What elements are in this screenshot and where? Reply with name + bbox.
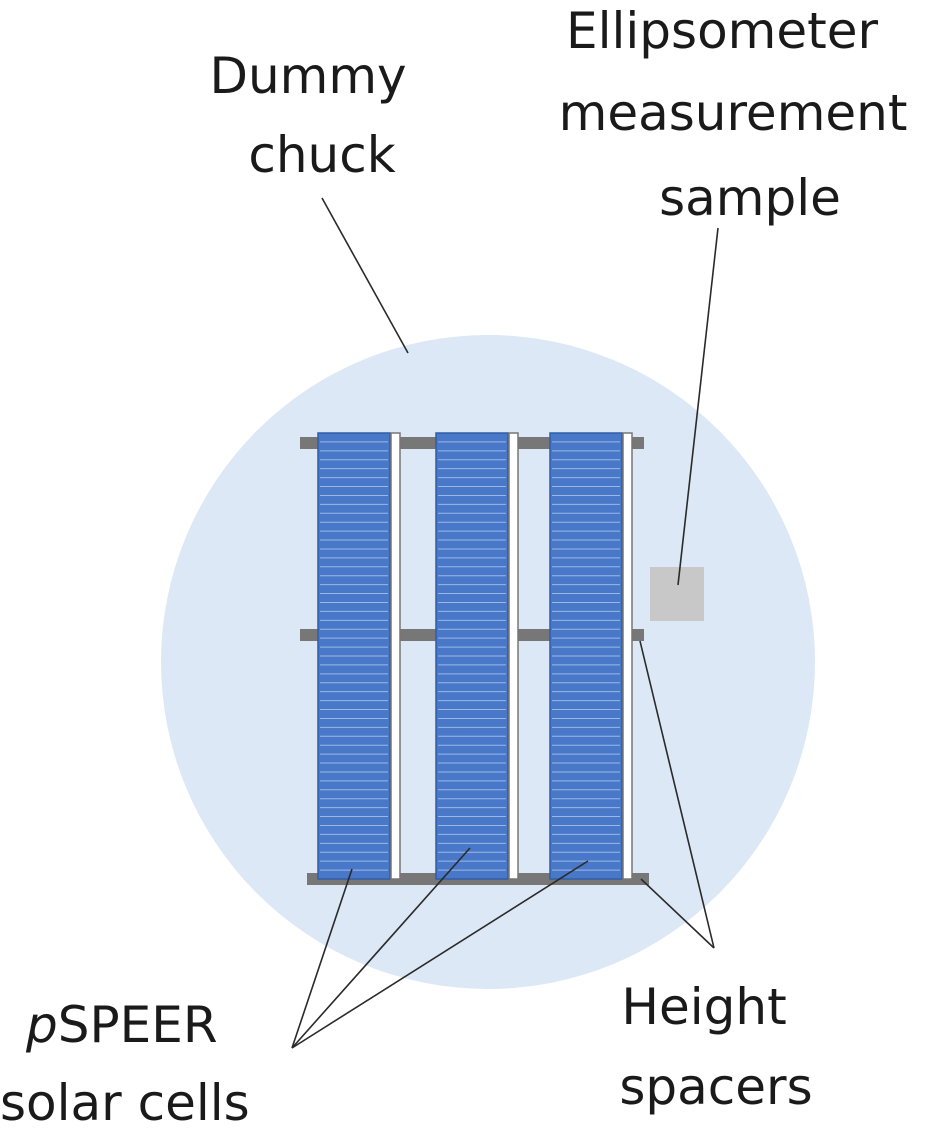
leader-spacer-bottom bbox=[640, 878, 715, 949]
leader-ellipsometer bbox=[677, 227, 719, 586]
cell-side-strip-1 bbox=[390, 432, 401, 880]
label-solar-cells-italic-p: p bbox=[25, 996, 58, 1054]
label-height-spacers: Height spacers bbox=[619, 978, 812, 1116]
label-dummy-chuck: Dummy chuck bbox=[209, 47, 422, 184]
label-dummy-chuck-line-2: chuck bbox=[248, 126, 395, 184]
label-solar-cells-line-1: SPEER bbox=[58, 996, 218, 1054]
cell-side-strip-2 bbox=[508, 432, 519, 880]
leader-spacer-middle bbox=[639, 640, 715, 949]
label-ellipsometer-line-2: measurement bbox=[559, 84, 908, 142]
leader-dummy-chuck bbox=[321, 197, 409, 354]
leader-cell-2 bbox=[291, 847, 471, 1049]
ellipsometer-sample bbox=[650, 567, 704, 621]
leader-cell-3 bbox=[291, 860, 589, 1049]
label-solar-cells-line-2: solar cells bbox=[0, 1074, 250, 1131]
solar-cells-group bbox=[317, 432, 633, 880]
leader-cell-1 bbox=[291, 868, 353, 1049]
leader-lines bbox=[291, 197, 719, 1049]
label-ellipsometer-line-1: Ellipsometer bbox=[566, 2, 878, 60]
cell-side-strip-3 bbox=[622, 432, 633, 880]
label-dummy-chuck-line-1: Dummy bbox=[209, 47, 406, 105]
label-height-spacers-line-1: Height bbox=[621, 978, 786, 1036]
label-ellipsometer: Ellipsometer measurement sample bbox=[559, 2, 924, 227]
label-height-spacers-line-2: spacers bbox=[619, 1058, 812, 1116]
label-ellipsometer-line-3: sample bbox=[659, 169, 841, 227]
label-solar-cells: pSPEER solar cells bbox=[0, 996, 250, 1131]
